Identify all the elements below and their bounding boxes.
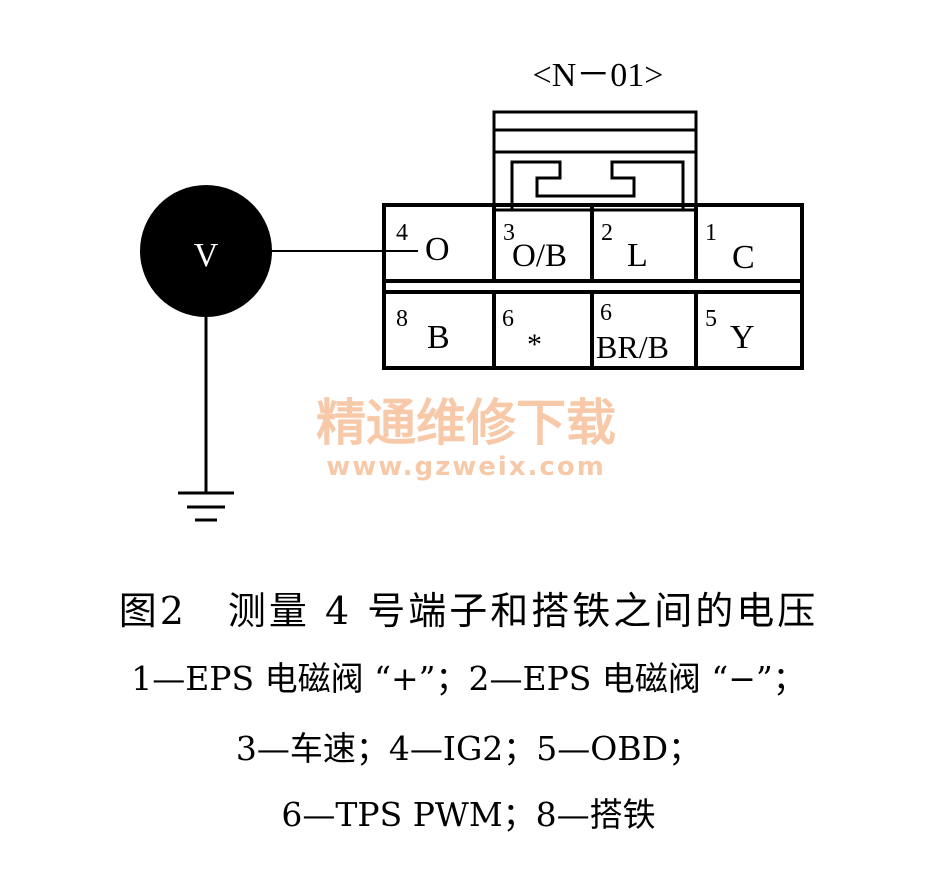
pin-4-name: O [425,231,450,268]
connector-label: <N－01> [533,57,664,94]
pin-2-number: 2 [601,220,613,246]
pin-6-number: 6 [600,300,612,326]
connector-latch [492,110,698,212]
pin-5-number: 5 [705,306,717,332]
pin-3-name: O/B [512,238,567,274]
figure-caption-title: 图2 测量 4 号端子和搭铁之间的电压 [118,589,819,633]
pin-2-name: L [627,237,648,274]
watermark-title: 精通维修下载 [316,394,616,452]
pin-3-number: 3 [503,220,515,246]
voltmeter-icon [140,185,272,317]
watermark-url: www.gzweix.com [326,452,606,482]
pin-7-name: * [527,328,542,361]
pin-4-number: 4 [396,220,408,246]
pin-8-name: B [427,319,450,356]
voltmeter-label: V [194,237,219,274]
pin-5-name: Y [730,319,755,356]
connector-body [382,203,804,370]
pin-1-name: C [732,239,755,276]
voltmeter: V [140,185,272,317]
pin-7-number: 6 [502,306,514,332]
figure-legend-line-3: 6—TPS PWM；8—搭铁 [281,795,656,834]
pin-8-number: 8 [396,306,408,332]
pin-6-name: BR/B [596,329,669,365]
connector-diagram: <N－01> 4 O 3 O/B 2 L 1 C 8 B 6 * 6 BR/B … [140,57,804,522]
figure-legend-line-1: 1—EPS 电磁阀 “+”；2—EPS 电磁阀 “−”； [131,659,806,698]
ground-symbol-icon [178,491,234,522]
pin-1-number: 1 [705,220,717,246]
figure-legend-line-2: 3—车速；4—IG2；5—OBD； [235,729,702,768]
